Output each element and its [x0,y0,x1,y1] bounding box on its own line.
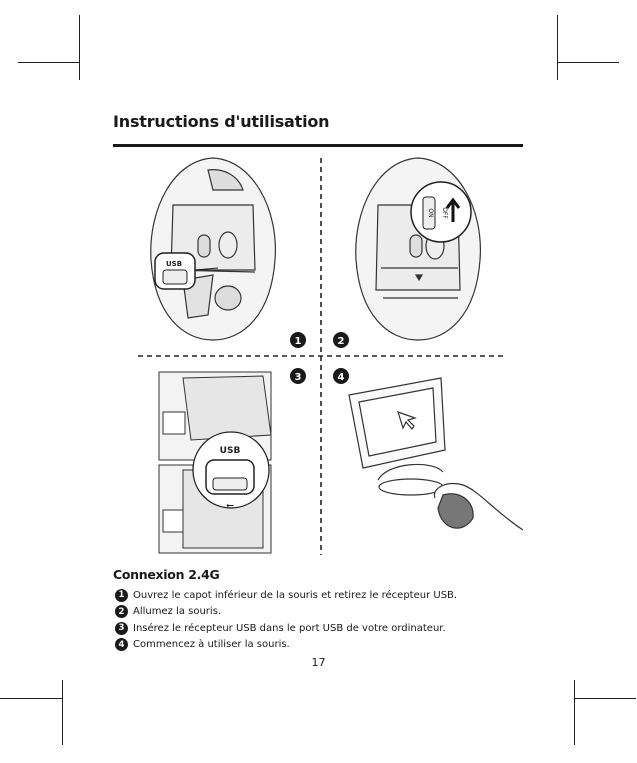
switch-off-label: OFF [441,207,448,219]
step-text: Ouvrez le capot inférieur de la souris e… [133,590,457,601]
power-switch-callout: ON OFF [411,182,471,242]
step-text: Allumez la souris. [133,606,221,617]
page-title: Instructions d'utilisation [113,112,329,131]
list-item: 2 Allumez la souris. [115,604,457,621]
list-item: 3 Insérez le récepteur USB dans le port … [115,620,457,637]
step-text: Insérez le récepteur USB dans le port US… [133,623,446,634]
list-item: 4 Commencez à utiliser la souris. [115,637,457,654]
title-rule [113,144,523,147]
usb-symbol-icon: ⭠ [226,500,234,511]
step-number-badge: 2 [115,605,128,618]
svg-text:2: 2 [338,336,345,347]
svg-text:4: 4 [338,372,345,383]
svg-text:1: 1 [295,336,302,347]
page-number: 17 [0,656,637,669]
monitor-with-mouse [349,378,523,530]
switch-on-label: ON [427,208,434,217]
step-number-badge: 3 [115,622,128,635]
usb-label: USB [220,446,241,456]
svg-text:3: 3 [295,372,302,383]
steps-list: 1 Ouvrez le capot inférieur de la souris… [115,587,457,653]
usb-label: USB [166,260,182,268]
step-number-badge: 4 [115,638,128,651]
mouse-bottom-closed [356,158,481,340]
step-text: Commencez à utiliser la souris. [133,639,290,650]
list-item: 1 Ouvrez le capot inférieur de la souris… [115,587,457,604]
section-title: Connexion 2.4G [113,567,219,582]
setup-illustration: USB 1 ON OFF 2 USB ⭠ 3 [113,150,523,560]
mouse-bottom-open [151,158,276,340]
step-number-badge: 1 [115,589,128,602]
